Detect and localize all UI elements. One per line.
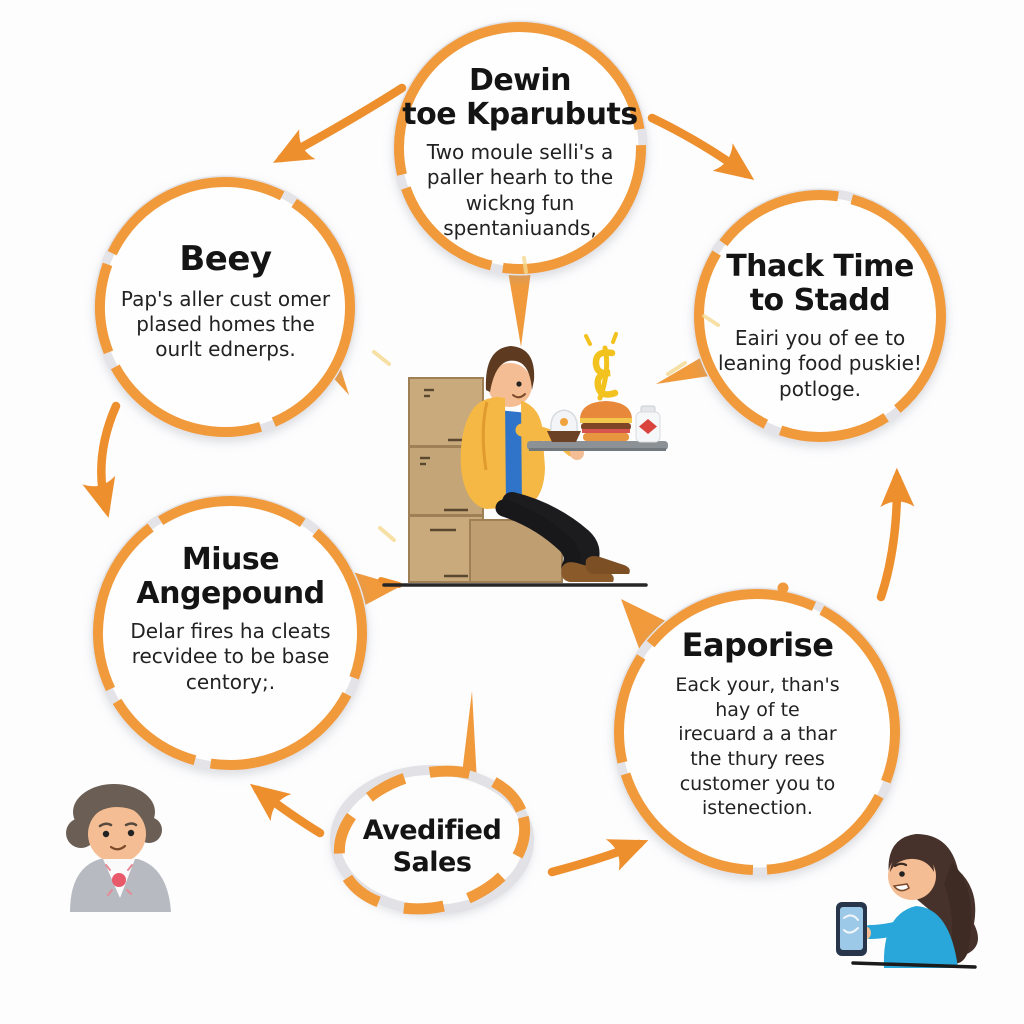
flow-arrows <box>82 83 915 877</box>
tail-avedified-ellipse <box>461 691 477 782</box>
cupcake <box>547 409 581 442</box>
sparkle-dashes <box>372 256 720 542</box>
arrow-avedified-to-miuse <box>249 783 325 838</box>
man-shoe-2 <box>585 556 630 574</box>
circle-define-products <box>392 20 648 276</box>
man2-pendant <box>112 873 126 887</box>
node-body: Two moule selli's a paller hearh to the … <box>426 140 614 240</box>
smartphone-icon <box>836 902 867 956</box>
cycle-circles <box>91 20 948 915</box>
tail-eaporise-circle <box>621 599 676 662</box>
woman-arm <box>863 917 919 939</box>
food-tray <box>527 401 668 451</box>
node-title: Eaporise <box>681 626 834 664</box>
man-figure <box>460 346 630 582</box>
man2-face <box>88 805 146 863</box>
node-title: Thack Time to Stadd <box>726 249 914 318</box>
node-body: Eairi you of ee to leaning food puskie! … <box>718 326 922 401</box>
node-body: Eack your, than's hay of te irecuard a a… <box>675 673 840 820</box>
man-leg <box>502 492 600 571</box>
table-line <box>851 961 977 969</box>
node-body: Delar fires ha cleats recvidee to be bas… <box>130 619 331 694</box>
woman-smile <box>892 883 910 892</box>
circle-eaporise <box>612 582 902 877</box>
man-hair <box>485 346 535 392</box>
circle-miuse-angepound <box>91 494 369 772</box>
node-title: Dewin toe Kparubuts <box>402 63 638 132</box>
node-thack-time: Thack Time to Stadd Eairi you of ee to l… <box>696 250 944 402</box>
node-title: Avedified Sales <box>362 815 502 879</box>
woman-character-bottom-right <box>836 834 978 969</box>
arrow-top-to-beey <box>273 83 407 163</box>
man-character-bottom-left <box>66 784 171 912</box>
node-title: Beey <box>179 239 272 279</box>
arrow-avedified-to-eaporise <box>547 839 649 877</box>
center-illustration-man-on-boxes <box>382 332 668 587</box>
node-title: Miuse Angepound <box>136 542 325 611</box>
ellipse-avedified-sales <box>330 765 534 915</box>
node-beey: Beey Pap's aller cust omer plased homes … <box>103 240 348 363</box>
circle-thack-time <box>692 188 948 444</box>
node-miuse-angepound: Miuse Angepound Delar fires ha cleats re… <box>108 543 353 695</box>
node-body: Pap's aller cust omer plased homes the o… <box>120 287 331 362</box>
node-define-products: Dewin toe Kparubuts Two moule selli's a … <box>398 64 642 241</box>
box-label-marks <box>420 388 470 578</box>
aroma-squiggle-icon <box>584 332 619 401</box>
burger <box>580 401 632 441</box>
circle-beey <box>93 175 357 439</box>
man-leg-2 <box>495 499 581 576</box>
arrow-beey-to-miuse <box>82 401 121 518</box>
man-shoe <box>561 562 614 582</box>
dot-above-eaporise <box>777 582 789 594</box>
arrow-top-to-thack <box>647 113 755 180</box>
node-avedified-sales: Avedified Sales <box>346 815 518 880</box>
node-eaporise: Eaporise Eack your, than's hay of te ire… <box>641 626 874 821</box>
sauce-jar <box>635 405 661 443</box>
arrow-eaporise-to-thack <box>876 467 915 602</box>
